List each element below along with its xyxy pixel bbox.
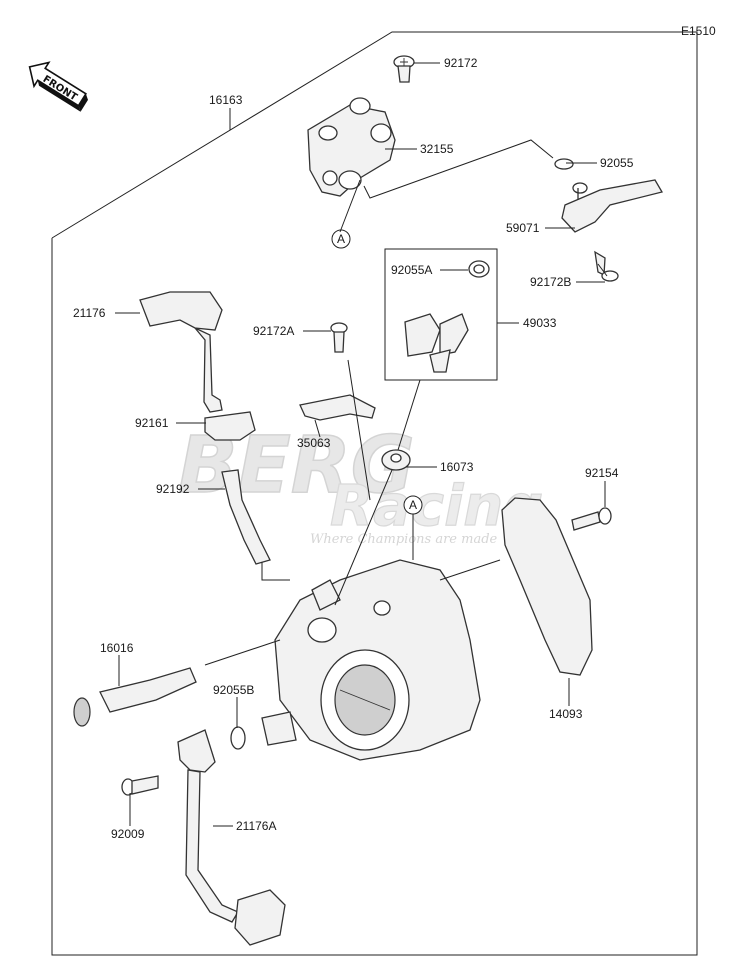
label-92154: 92154 xyxy=(585,466,619,480)
label-32155: 32155 xyxy=(420,142,454,156)
bracket-32155-drawing xyxy=(307,97,396,197)
throttle-body-drawing xyxy=(274,559,481,761)
bolt-92154-drawing xyxy=(571,507,612,531)
label-92055A: 92055A xyxy=(391,263,432,277)
oring-92055B-drawing xyxy=(230,726,246,750)
label-14093: 14093 xyxy=(549,707,583,721)
watermark-tagline: Where Champions are made xyxy=(310,532,498,547)
label-92009: 92009 xyxy=(111,827,145,841)
watermark: BERG Racing Where Champions are made xyxy=(177,420,544,547)
group-box-49033 xyxy=(384,248,498,381)
screw-92009-drawing xyxy=(121,775,159,796)
plate-35063-drawing xyxy=(299,394,376,421)
assembly-outline xyxy=(51,31,698,956)
sensor-21176A-drawing xyxy=(177,729,286,946)
oring-92055-drawing xyxy=(554,158,574,170)
ref-marker-a-top: A xyxy=(331,229,351,249)
label-16163: 16163 xyxy=(209,93,243,107)
sensor-21176-drawing xyxy=(139,291,223,413)
label-92172A: 92172A xyxy=(253,324,294,338)
label-16073: 16073 xyxy=(440,460,474,474)
screw-92172B-drawing xyxy=(594,250,619,282)
grommet-92161-drawing xyxy=(204,411,256,441)
sensor-49033-drawing xyxy=(404,260,490,373)
label-59071: 59071 xyxy=(506,221,540,235)
label-92172B: 92172B xyxy=(530,275,571,289)
screw-92172A-drawing xyxy=(330,322,348,353)
sensor-59071-drawing xyxy=(561,179,663,233)
svg-text:A: A xyxy=(337,232,345,246)
diagram-code: E1510 xyxy=(681,24,716,38)
label-21176: 21176 xyxy=(73,306,106,320)
label-49033: 49033 xyxy=(523,316,557,330)
collar-16073-drawing xyxy=(381,449,411,471)
ref-marker-a-bottom: A xyxy=(403,495,423,515)
label-92172: 92172 xyxy=(444,56,478,70)
nipple-drawing xyxy=(261,711,297,746)
valve-16016-drawing xyxy=(73,667,197,727)
part-labels: 16163 92172 32155 92055 59071 92172B 920… xyxy=(73,56,634,841)
hose-92192-drawing xyxy=(221,469,271,565)
cover-14093-drawing xyxy=(501,497,593,676)
svg-text:A: A xyxy=(409,498,417,512)
label-21176A: 21176A xyxy=(236,819,276,833)
front-arrow-icon: FRONT xyxy=(28,61,88,112)
label-35063: 35063 xyxy=(297,436,331,450)
screw-92172-drawing xyxy=(393,55,415,83)
leader-lines xyxy=(115,62,608,827)
label-16016: 16016 xyxy=(100,641,134,655)
label-92055: 92055 xyxy=(600,156,634,170)
label-92161: 92161 xyxy=(135,416,169,430)
label-92055B: 92055B xyxy=(213,683,254,697)
label-92192: 92192 xyxy=(156,482,190,496)
